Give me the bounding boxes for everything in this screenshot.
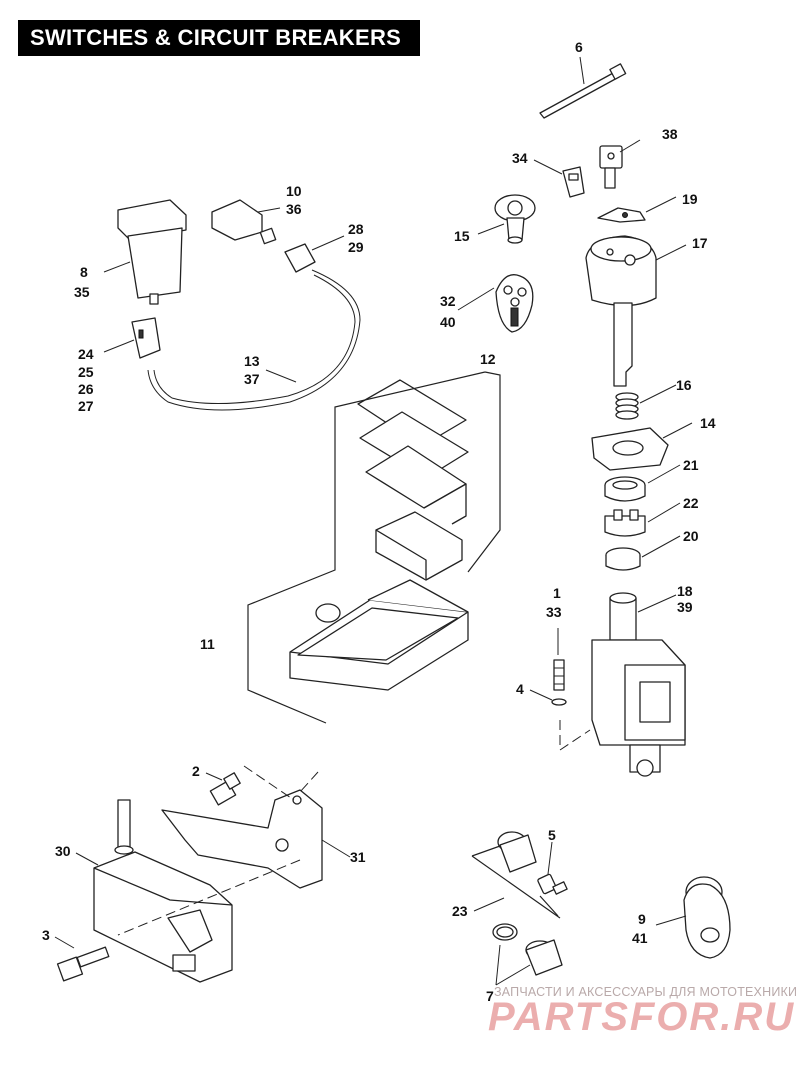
part-switch-housing[interactable] bbox=[117, 199, 187, 305]
callout-41: 41 bbox=[632, 930, 648, 946]
callout-7: 7 bbox=[486, 988, 494, 1004]
callout-11: 11 bbox=[200, 636, 215, 652]
part-bolt-large[interactable] bbox=[56, 946, 110, 982]
part-cable-tie[interactable] bbox=[539, 63, 627, 119]
leader-lines bbox=[54, 56, 693, 986]
watermark-logo: PARTSFOR.RU bbox=[488, 995, 796, 1039]
callout-38: 38 bbox=[662, 126, 678, 142]
callout-6: 6 bbox=[575, 39, 583, 55]
part-key-fob[interactable] bbox=[495, 274, 534, 333]
callout-36: 36 bbox=[286, 201, 302, 217]
watermark-tagline: ЗАПЧАСТИ И АКСЕССУАРЫ ДЛЯ МОТОТЕХНИКИ bbox=[494, 985, 798, 999]
callout-16: 16 bbox=[676, 377, 692, 393]
callout-29: 29 bbox=[348, 239, 364, 255]
part-fuse-box-tray[interactable] bbox=[289, 579, 469, 691]
part-key[interactable] bbox=[599, 145, 623, 189]
part-wire-harness[interactable] bbox=[147, 269, 361, 411]
callout-13: 13 bbox=[244, 353, 260, 369]
part-connector-large[interactable] bbox=[211, 199, 277, 245]
callout-23: 23 bbox=[452, 903, 468, 919]
callout-17: 17 bbox=[692, 235, 708, 251]
part-ring[interactable] bbox=[604, 476, 646, 502]
callout-27: 27 bbox=[78, 398, 94, 414]
callout-4: 4 bbox=[516, 681, 524, 697]
callout-9: 9 bbox=[638, 911, 646, 927]
callout-28: 28 bbox=[348, 221, 364, 237]
callout-10: 10 bbox=[286, 183, 302, 199]
part-terminal[interactable] bbox=[537, 873, 568, 895]
part-oring[interactable] bbox=[492, 923, 518, 941]
part-control-module[interactable] bbox=[93, 799, 233, 983]
part-connector-small[interactable] bbox=[284, 243, 316, 273]
callout-3: 3 bbox=[42, 927, 50, 943]
callout-19: 19 bbox=[682, 191, 698, 207]
callout-labels: 6 38 34 19 15 17 32 40 16 14 21 22 20 18… bbox=[42, 39, 716, 1004]
callout-21: 21 bbox=[683, 457, 699, 473]
callout-8: 8 bbox=[80, 264, 88, 280]
part-screw-washer[interactable] bbox=[551, 659, 567, 706]
assembly-guide-lines bbox=[117, 371, 591, 936]
callout-18: 18 bbox=[677, 583, 693, 599]
callout-5: 5 bbox=[548, 827, 556, 843]
callout-26: 26 bbox=[78, 381, 94, 397]
callout-24: 24 bbox=[78, 346, 94, 362]
part-ignition-switch[interactable] bbox=[591, 592, 686, 777]
callout-33: 33 bbox=[546, 604, 562, 620]
callout-32: 32 bbox=[440, 293, 456, 309]
callout-25: 25 bbox=[78, 364, 94, 380]
callout-34: 34 bbox=[512, 150, 528, 166]
part-collar[interactable] bbox=[604, 509, 646, 537]
callout-12: 12 bbox=[480, 351, 496, 367]
callout-37: 37 bbox=[244, 371, 260, 387]
part-spring[interactable] bbox=[615, 392, 639, 420]
part-connector-plug[interactable] bbox=[131, 317, 161, 359]
part-circuit-breaker-kit[interactable] bbox=[357, 379, 469, 581]
part-key-tag[interactable] bbox=[683, 876, 731, 959]
callout-1: 1 bbox=[553, 585, 561, 601]
part-bushing[interactable] bbox=[605, 547, 641, 571]
callout-30: 30 bbox=[55, 843, 71, 859]
callout-15: 15 bbox=[454, 228, 470, 244]
diagram-title: SWITCHES & CIRCUIT BREAKERS bbox=[18, 20, 420, 56]
callout-40: 40 bbox=[440, 314, 456, 330]
part-switch-cap[interactable] bbox=[585, 235, 657, 387]
part-bolt-small[interactable] bbox=[209, 772, 241, 806]
callout-14: 14 bbox=[700, 415, 716, 431]
part-cam-plate[interactable] bbox=[591, 427, 669, 471]
callout-39: 39 bbox=[677, 599, 693, 615]
callout-2: 2 bbox=[192, 763, 200, 779]
part-lock-cylinder[interactable] bbox=[494, 194, 536, 244]
part-mounting-bracket[interactable] bbox=[161, 789, 323, 889]
part-retaining-clip[interactable] bbox=[597, 207, 646, 223]
part-pressure-switch[interactable] bbox=[497, 831, 537, 873]
callout-31: 31 bbox=[350, 849, 366, 865]
part-sensor[interactable] bbox=[525, 939, 563, 976]
callout-20: 20 bbox=[683, 528, 699, 544]
callout-22: 22 bbox=[683, 495, 699, 511]
callout-35: 35 bbox=[74, 284, 90, 300]
part-key-blank-small[interactable] bbox=[562, 166, 585, 198]
